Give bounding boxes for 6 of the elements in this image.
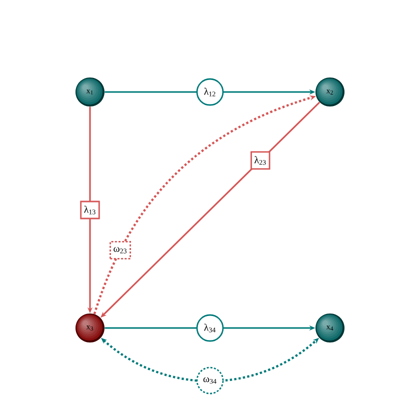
edge-label: ω$_{23}$ <box>110 241 131 260</box>
edge-label: λ$_{13}$ <box>80 200 100 220</box>
edge-label: λ$_{12}$ <box>196 78 224 106</box>
edge-label: ω$_{34}$ <box>196 366 224 394</box>
edge-label: λ$_{23}$ <box>250 151 270 170</box>
edge-label: λ$_{34}$ <box>196 314 224 342</box>
